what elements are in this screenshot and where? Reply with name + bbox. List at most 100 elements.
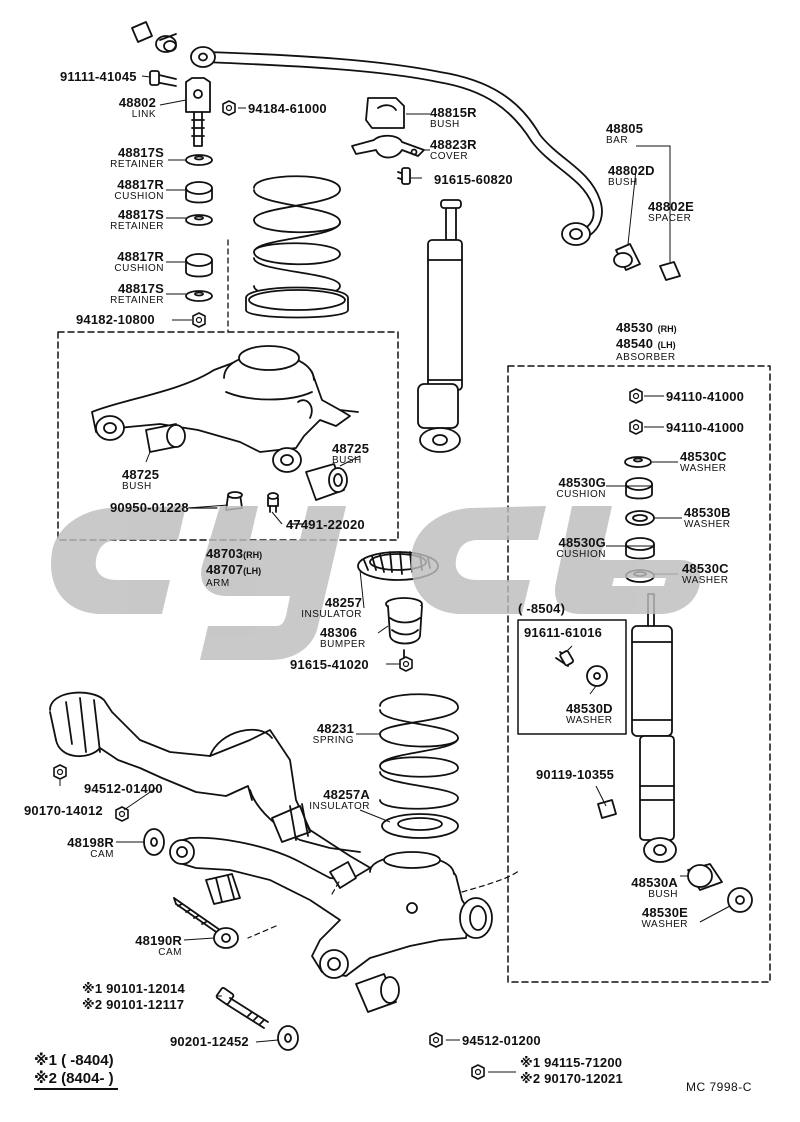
bush-48725-right bbox=[305, 463, 348, 501]
label-48823r-pn: 48823R bbox=[430, 137, 477, 152]
label-48530a-name: BUSH bbox=[648, 889, 678, 900]
label-48306: 48306 BUMPER bbox=[320, 626, 366, 650]
label-48198r-pn: 48198R bbox=[67, 835, 114, 850]
cam-48198r bbox=[143, 828, 165, 856]
label-48815r-pn: 48815R bbox=[430, 105, 477, 120]
legend-line-2: ※2 (8404- ) bbox=[34, 1070, 118, 1090]
label-48231-name: SPRING bbox=[312, 735, 354, 746]
bar-end-bushing bbox=[561, 222, 591, 246]
label-90101: ※1 90101-12014 ※2 90101-12117 bbox=[82, 982, 185, 1011]
label-48703-rh: (RH) bbox=[243, 550, 263, 560]
legend-line-1: ※1 ( -8404) bbox=[34, 1052, 114, 1069]
label-48530e: 48530E WASHER bbox=[618, 906, 688, 930]
label-90170-14012: 90170-14012 bbox=[24, 803, 103, 818]
label-48817r-2-name: CUSHION bbox=[114, 263, 164, 274]
label-48306-name: BUMPER bbox=[320, 639, 366, 650]
label-48703-pn: 48703 bbox=[206, 546, 244, 561]
label-48530-rh: (RH) bbox=[657, 324, 677, 334]
label-48530c-1-name: WASHER bbox=[680, 463, 727, 474]
label-48725-right-name: BUSH bbox=[332, 455, 362, 466]
label-48530d: 48530D WASHER bbox=[566, 702, 613, 726]
label-48817s-2: 48817S RETAINER bbox=[86, 208, 164, 232]
label-48817s-1-pn: 48817S bbox=[117, 145, 164, 160]
drive-shaft-assembly bbox=[49, 691, 375, 871]
insulator-48257a bbox=[381, 813, 459, 839]
label-48257a-pn: 48257A bbox=[323, 787, 370, 802]
label-91611-61016: 91611-61016 bbox=[524, 625, 603, 640]
label-48817r-2: 48817R CUSHION bbox=[86, 250, 164, 274]
label-48530g-2-name: CUSHION bbox=[556, 549, 606, 560]
label-48231-pn: 48231 bbox=[316, 721, 354, 736]
label-48540-lh: (LH) bbox=[657, 340, 676, 350]
nipple-47491 bbox=[267, 492, 279, 513]
label-94182-10800: 94182-10800 bbox=[76, 312, 155, 327]
label-48815r: 48815R BUSH bbox=[430, 106, 477, 130]
nut-90170-14012 bbox=[53, 764, 67, 780]
cover-48823r bbox=[351, 134, 425, 159]
label-48817r-2-pn: 48817R bbox=[117, 249, 164, 264]
label-48190r-name: CAM bbox=[158, 947, 182, 958]
label-48530e-pn: 48530E bbox=[641, 905, 688, 920]
label-48802d: 48802D BUSH bbox=[608, 164, 655, 188]
label-90101-l1: ※1 90101-12014 bbox=[82, 981, 185, 996]
label-48190r-pn: 48190R bbox=[135, 933, 182, 948]
front-coil-spring bbox=[245, 175, 349, 319]
label-48817s-2-name: RETAINER bbox=[110, 221, 164, 232]
drawing-reference-code: MC 7998-C bbox=[686, 1080, 752, 1094]
label-90101-l2: ※2 90101-12117 bbox=[82, 997, 185, 1012]
label-48802d-pn: 48802D bbox=[608, 163, 655, 178]
label-48817r-1-name: CUSHION bbox=[114, 191, 164, 202]
nut-94512-01200 bbox=[429, 1032, 443, 1048]
bolt-91611 bbox=[555, 650, 574, 667]
label-48725-left-name: BUSH bbox=[122, 481, 152, 492]
label-94115-l1: ※1 94115-71200 bbox=[520, 1055, 623, 1070]
label-48817s-3-pn: 48817S bbox=[117, 281, 164, 296]
label-48530g-1-pn: 48530G bbox=[558, 475, 606, 490]
label-48802e: 48802E SPACER bbox=[648, 200, 694, 224]
label-48805: 48805 BAR bbox=[606, 122, 643, 146]
label-48802e-pn: 48802E bbox=[648, 199, 695, 214]
label-91615-41020: 91615-41020 bbox=[290, 657, 369, 672]
stabilizer-bar bbox=[190, 46, 603, 236]
front-lower-arm bbox=[91, 345, 359, 473]
label-48530c-1-pn: 48530C bbox=[680, 449, 727, 464]
washer-48530d bbox=[586, 665, 608, 687]
label-48815r-name: BUSH bbox=[430, 119, 460, 130]
label-48530c-2: 48530C WASHER bbox=[682, 562, 729, 586]
label-48530b-pn: 48530B bbox=[684, 505, 731, 520]
bush-48530a bbox=[687, 863, 723, 891]
rear-shock-absorber bbox=[631, 593, 677, 863]
label-48802d-name: BUSH bbox=[608, 177, 638, 188]
label-94115: ※1 94115-71200 ※2 90170-12021 bbox=[520, 1056, 623, 1085]
bush-48815r bbox=[365, 97, 405, 129]
label-47491-22020: 47491-22020 bbox=[286, 517, 365, 532]
label-94110-41000-a: 94110-41000 bbox=[666, 389, 745, 404]
cam-bolt-48190r bbox=[173, 897, 239, 949]
label-48817s-3: 48817S RETAINER bbox=[86, 282, 164, 306]
label-48707-lh: (LH) bbox=[243, 566, 262, 576]
rear-coil-spring bbox=[379, 693, 459, 810]
label-48725-right-pn: 48725 bbox=[332, 441, 370, 456]
label-90119-10355: 90119-10355 bbox=[536, 767, 615, 782]
label-48823r: 48823R COVER bbox=[430, 138, 477, 162]
label-48530g-1: 48530G CUSHION bbox=[530, 476, 606, 500]
spacer-48802e bbox=[659, 261, 681, 281]
label-48817s-3-name: RETAINER bbox=[110, 295, 164, 306]
retainer-cushion-stack bbox=[185, 154, 213, 328]
label-48817s-1: 48817S RETAINER bbox=[86, 146, 164, 170]
label-48817r-1-pn: 48817R bbox=[117, 177, 164, 192]
link-end-parts bbox=[131, 21, 177, 53]
front-shock-absorber bbox=[417, 199, 463, 453]
label-48190r: 48190R CAM bbox=[102, 934, 182, 958]
label-94512-01400: 94512-01400 bbox=[84, 781, 163, 796]
label-48530a: 48530A BUSH bbox=[596, 876, 678, 900]
label-48530e-name: WASHER bbox=[641, 919, 688, 930]
label-48530-absorber: 48530 (RH) 48540 (LH) ABSORBER bbox=[616, 320, 677, 363]
label-48805-pn: 48805 bbox=[606, 121, 644, 136]
label-48703-name: ARM bbox=[206, 578, 230, 589]
label-48257a-name: INSULATOR bbox=[309, 801, 370, 812]
link-48802 bbox=[185, 77, 211, 147]
label-48707-pn: 48707 bbox=[206, 562, 244, 577]
footnote-legend: ※1 ( -8404) ※2 (8404- ) bbox=[34, 1052, 118, 1090]
label-48257a: 48257A INSULATOR bbox=[290, 788, 370, 812]
